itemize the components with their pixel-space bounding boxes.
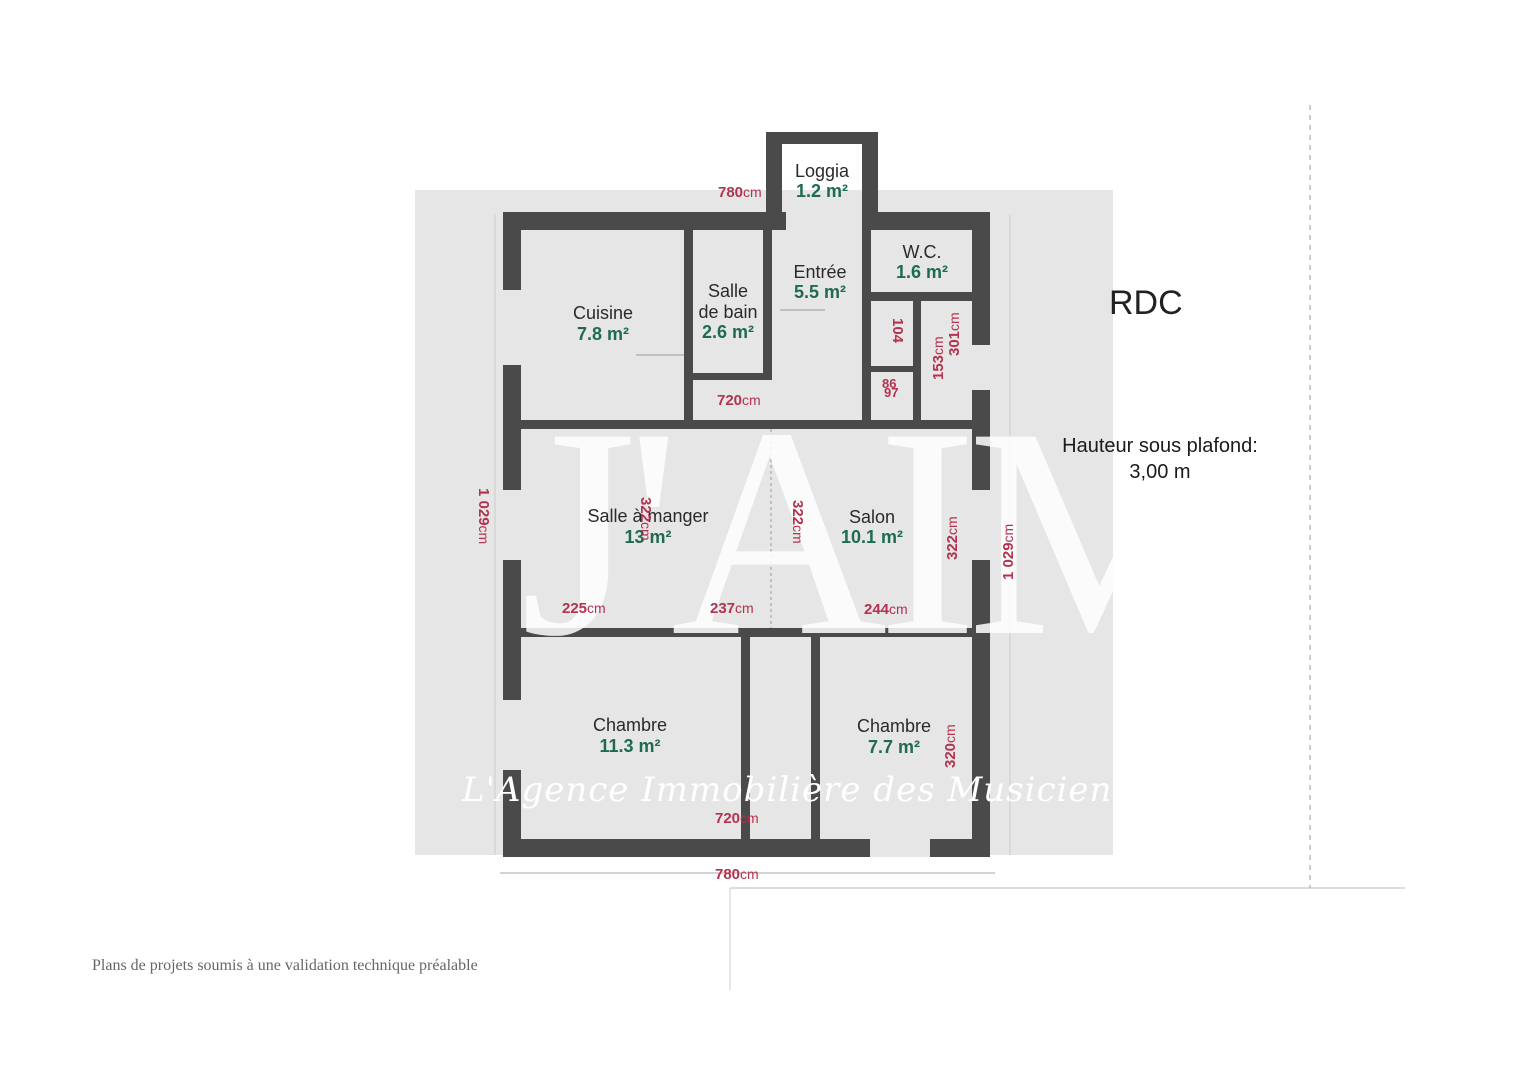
ceiling-height: Hauteur sous plafond: 3,00 m <box>1040 433 1280 485</box>
room-area-chambre-1: 11.3 m² <box>599 736 661 756</box>
room-area-cuisine: 7.8 m² <box>576 324 630 344</box>
window-openings <box>503 290 990 857</box>
door-hints <box>636 309 825 628</box>
room-name-chambre-1: Chambre <box>592 715 668 735</box>
dim-301: 301cm <box>946 312 963 356</box>
room-area-loggia: 1.2 m² <box>795 181 849 201</box>
room-name-loggia: Loggia <box>794 161 850 181</box>
room-area-salle-a-manger: 13 m² <box>624 527 672 547</box>
dim-salon-height-1: 322cm <box>789 500 806 544</box>
footer-note: Plans de projets soumis à une validation… <box>92 957 478 974</box>
dim-top-width: 780cm <box>718 184 762 201</box>
dim-salon-height-2: 322cm <box>944 516 961 560</box>
room-area-chambre-2: 7.7 m² <box>867 737 921 757</box>
dim-237: 237cm <box>710 600 754 617</box>
room-name-cuisine: Cuisine <box>572 303 634 323</box>
dim-97: 97 <box>884 385 899 400</box>
dim-86: 86 <box>882 376 897 391</box>
room-area-salle-de-bain: 2.6 m² <box>701 322 755 342</box>
dim-sam-height: 322cm <box>637 497 654 541</box>
watermark-brand: L'Agence Immobilière des Musiciens <box>462 770 1131 810</box>
room-area-salon: 10.1 m² <box>840 527 904 547</box>
room-name-wc: W.C. <box>902 242 942 262</box>
level-label: RDC <box>1109 284 1183 322</box>
room-name-entree: Entrée <box>793 262 847 282</box>
room-name-salle-a-manger: Salle à manger <box>587 506 709 526</box>
ceiling-height-label: Hauteur sous plafond: <box>1062 435 1258 457</box>
dim-chambre-height: 320cm <box>942 724 959 768</box>
dim-225: 225cm <box>562 600 606 617</box>
dim-left-height: 1 029cm <box>475 488 492 545</box>
dim-inner-bottom: 720cm <box>715 810 759 827</box>
ceiling-height-value: 3,00 m <box>1129 461 1191 483</box>
dim-244: 244cm <box>864 601 908 618</box>
room-area-entree: 5.5 m² <box>793 282 847 302</box>
room-name-salon: Salon <box>848 507 896 527</box>
watermark-logo: J'AIM' <box>520 366 1278 698</box>
room-name-salle-de-bain: Salle de bain <box>698 281 758 322</box>
dim-inner-top: 720cm <box>717 392 761 409</box>
dim-right-height: 1 029cm <box>1000 523 1017 580</box>
room-name-chambre-2: Chambre <box>856 716 932 736</box>
dim-153: 153cm <box>930 336 947 380</box>
interior-walls <box>521 230 973 840</box>
dim-104: 104 <box>889 318 906 344</box>
dim-bottom-width: 780cm <box>715 866 759 883</box>
room-area-wc: 1.6 m² <box>895 262 949 282</box>
